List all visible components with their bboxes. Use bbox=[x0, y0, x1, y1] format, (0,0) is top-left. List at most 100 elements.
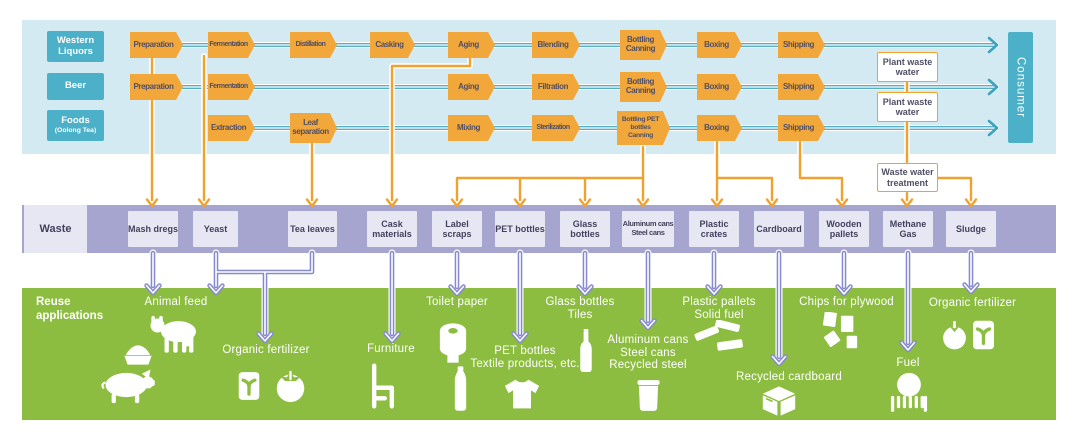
sprout-bag-icon bbox=[238, 370, 260, 402]
feed-icon bbox=[122, 344, 154, 366]
reuse-label-line: Textile products, etc. bbox=[470, 357, 580, 370]
plant-waste-water-box-1: Plant waste water bbox=[877, 52, 938, 82]
waste-label: Aluminum cans Steel cans bbox=[622, 219, 674, 237]
reuse-label-line: PET bottles bbox=[494, 345, 556, 357]
waste-header-label: Waste bbox=[39, 223, 72, 235]
step-label: Mixing bbox=[457, 122, 480, 132]
waste-label: Tea leaves bbox=[290, 223, 335, 234]
reuse-group-furniture: Furniture bbox=[361, 343, 421, 356]
reuse-label-line: Chips for plywood bbox=[799, 296, 894, 308]
sprout-bag-icon bbox=[972, 320, 995, 350]
waste-item-label-scraps: Label scraps bbox=[432, 211, 482, 247]
step-label: Distillation bbox=[295, 41, 326, 49]
chair-icon bbox=[368, 361, 398, 411]
step-label: Boxing bbox=[704, 122, 729, 132]
process-step-aging: Aging bbox=[448, 32, 495, 58]
process-step-boxing: Boxing bbox=[697, 115, 742, 141]
annotation-label: Plant waste water bbox=[882, 96, 933, 117]
reuse-label-line: Fuel bbox=[896, 357, 920, 369]
step-label: Shipping bbox=[782, 81, 814, 91]
pallet-icon bbox=[694, 320, 744, 354]
waste-item-mash-dregs: Mash dregs bbox=[128, 211, 178, 247]
waste-item-sludge: Sludge bbox=[946, 211, 996, 247]
waste-item-methane-gas: Methane Gas bbox=[883, 211, 933, 247]
waste-label: Glass bottles bbox=[570, 218, 600, 239]
waste-label: Cardboard bbox=[756, 223, 802, 234]
waste-label: PET bottles bbox=[495, 223, 545, 234]
burner-icon bbox=[888, 372, 930, 412]
step-label: Extraction bbox=[210, 122, 247, 132]
consumer-box: Consumer bbox=[1008, 32, 1033, 143]
waste-label: Sludge bbox=[955, 223, 986, 234]
waste-label: Cask materials bbox=[372, 218, 412, 239]
step-label: Filtration bbox=[537, 81, 569, 91]
annotation-label: Waste water treatment bbox=[881, 167, 934, 188]
waste-label: Plastic crates bbox=[699, 218, 729, 239]
waste-item-aluminum-steel-cans: Aluminum cans Steel cans bbox=[622, 211, 674, 247]
waste-item-tea-leaves: Tea leaves bbox=[288, 211, 337, 247]
process-step-boxing: Boxing bbox=[697, 32, 742, 58]
reuse-group-plastic-pallets: Plastic pallets Solid fuel bbox=[674, 296, 764, 321]
reuse-group-glass-bottles-tiles: Glass bottles Tiles bbox=[535, 296, 625, 321]
step-label: Bottling Canning bbox=[625, 35, 656, 53]
category-sublabel: (Oolong Tea) bbox=[54, 127, 97, 134]
process-step-shipping: Shipping bbox=[778, 115, 825, 141]
process-step-distillation: Distillation bbox=[290, 32, 337, 58]
annotation-label: Plant waste water bbox=[882, 56, 933, 77]
step-label: Fermentation bbox=[209, 83, 248, 91]
waste-label: Wooden pallets bbox=[826, 218, 862, 239]
waste-water-treatment-box: Waste water treatment bbox=[877, 163, 938, 192]
apple-icon bbox=[941, 321, 968, 350]
reuse-label-line: Tiles bbox=[567, 308, 593, 321]
reuse-label-line: Animal feed bbox=[144, 296, 208, 308]
reuse-label-line: Plastic pallets bbox=[682, 296, 756, 308]
process-step-extraction: Extraction bbox=[208, 115, 255, 141]
reuse-label-line: Organic fertilizer bbox=[928, 297, 1017, 309]
reuse-group-pet-bottles-textile: PET bottles Textile products, etc. bbox=[460, 345, 590, 370]
reuse-label-line: Organic fertilizer bbox=[222, 344, 310, 356]
waste-item-yeast: Yeast bbox=[193, 211, 238, 247]
reuse-label-line: Solid fuel bbox=[694, 308, 744, 321]
reuse-label-line: Toilet paper bbox=[426, 296, 488, 308]
reuse-label-line: Recycled cardboard bbox=[736, 371, 842, 383]
step-label: Blending bbox=[537, 39, 569, 49]
category-label: Western Liquors bbox=[56, 34, 95, 57]
process-step-preparation: Preparation bbox=[130, 32, 183, 58]
waste-item-plastic-crates: Plastic crates bbox=[689, 211, 739, 247]
reuse-group-organic-fertilizer-left: Organic fertilizer bbox=[216, 344, 316, 357]
waste-item-wooden-pallets: Wooden pallets bbox=[819, 211, 869, 247]
process-step-shipping: Shipping bbox=[778, 74, 825, 100]
process-step-casking: Casking bbox=[370, 32, 415, 58]
reuse-group-aluminum-steel: Aluminum cans Steel cans Recycled steel bbox=[603, 334, 693, 372]
process-step-aging: Aging bbox=[448, 74, 495, 100]
reuse-label-line: Furniture bbox=[367, 343, 415, 355]
process-step-blending: Blending bbox=[532, 32, 580, 58]
wood-chips-icon bbox=[818, 312, 862, 352]
cardboard-box-icon bbox=[762, 385, 796, 417]
process-step-fermentation: Fermentation bbox=[208, 74, 255, 100]
process-step-boxing: Boxing bbox=[697, 74, 742, 100]
process-step-filtration: Filtration bbox=[532, 74, 580, 100]
waste-item-cardboard: Cardboard bbox=[754, 211, 804, 247]
process-step-preparation: Preparation bbox=[130, 74, 183, 100]
step-label: Shipping bbox=[782, 122, 814, 132]
reuse-label-line: Aluminum cans bbox=[607, 334, 689, 346]
step-label: Preparation bbox=[133, 81, 174, 91]
reuse-label-line: Steel cans bbox=[620, 346, 676, 359]
cow-icon bbox=[147, 314, 203, 358]
reuse-label-line: Glass bottles bbox=[545, 296, 615, 308]
can-icon bbox=[637, 380, 660, 411]
process-step-sterilization: Sterilization bbox=[532, 115, 580, 141]
step-label: Bottling PET bottles Canning bbox=[621, 116, 660, 139]
category-foods: Foods (Oolong Tea) bbox=[47, 110, 104, 141]
pet-bottle-icon bbox=[452, 366, 469, 412]
reuse-group-recycled-cardboard: Recycled cardboard bbox=[729, 371, 849, 384]
toilet-roll-icon bbox=[438, 322, 468, 364]
tomato-icon bbox=[274, 370, 307, 403]
step-label: Bottling Canning bbox=[625, 77, 656, 95]
step-label: Boxing bbox=[704, 81, 729, 91]
step-label: Shipping bbox=[782, 39, 814, 49]
step-label: Boxing bbox=[704, 39, 729, 49]
process-step-bottling-pet-canning: Bottling PET bottles Canning bbox=[617, 111, 670, 145]
